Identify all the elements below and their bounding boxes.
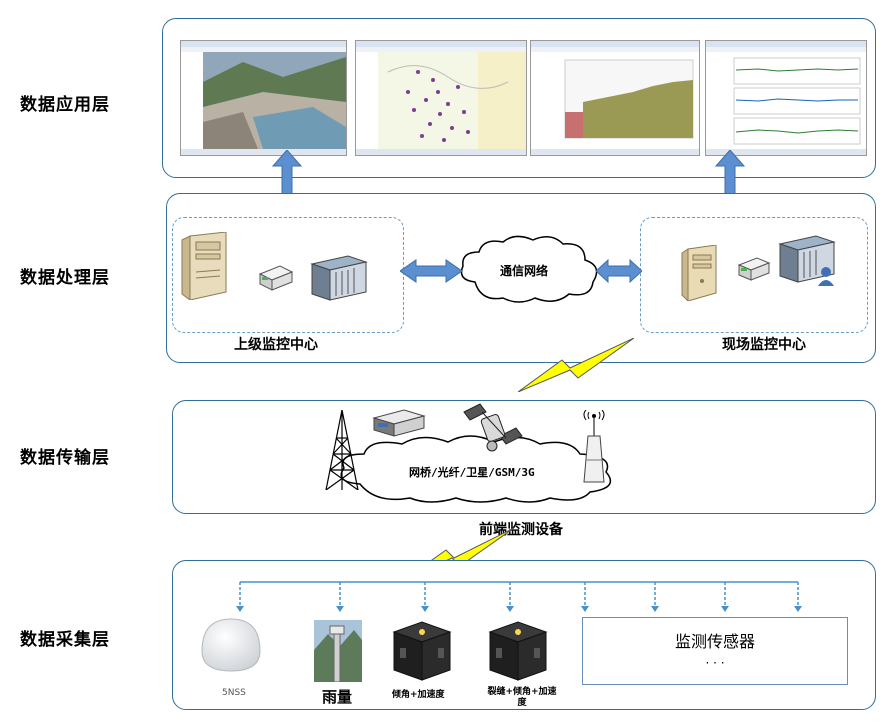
front-devices-caption: 前端监测设备 [479,522,563,538]
pc-tower-icon [681,245,717,301]
site-center-group [640,217,868,333]
gnss-antenna-icon [201,618,261,672]
arrow-upper-center-network [400,259,462,283]
monitoring-sensors-ellipsis: · · · [705,656,725,670]
tilt-accel-device-icon [392,621,452,681]
app-screenshot-line-charts [705,40,867,156]
layer-label-processing: 数据处理层 [20,268,110,288]
rain-gauge-label: 雨量 [322,688,353,706]
bridge-device-icon [372,409,426,437]
transmission-cloud-label: 网桥/光纤/卫星/GSM/3G [409,466,535,479]
layer-label-transmission: 数据传输层 [20,448,110,468]
switch-icon [258,265,294,291]
tilt-accel-label: 倾角+加速度 [392,690,445,700]
upper-center-caption: 上级监控中心 [234,337,318,353]
rack-server-icon [310,255,368,301]
site-center-caption: 现场监控中心 [722,337,806,353]
layer-label-collection: 数据采集层 [20,630,110,650]
arrow-network-site-center [596,258,642,284]
gnss-label: 5NSS [222,688,246,698]
app-screenshot-map [355,40,527,156]
network-cloud-icon [460,235,598,303]
layer-label-application: 数据应用层 [20,95,110,115]
switch-icon [737,257,771,281]
antenna-icon [583,410,605,483]
arrow-app-upper-center [272,150,302,215]
monitoring-sensors-title: 监测传感器 [674,632,755,651]
satellite-icon [463,403,523,452]
crack-tilt-accel-device-icon [488,621,548,681]
arrow-app-site-center [715,150,745,215]
wireless-link-icon [518,338,634,392]
radio-tower-icon [325,410,359,490]
server-tower-icon [181,232,227,300]
crack-tilt-accel-label: 裂缝+倾角+加速度 [487,687,557,708]
rain-gauge-image [314,620,362,682]
network-cloud-label: 通信网络 [500,264,549,278]
rack-server-user-icon [778,235,836,286]
transmission-cloud-icon [340,435,612,503]
app-screenshot-area-chart [530,40,700,156]
monitoring-sensors-box: 监测传感器 · · · [582,617,848,685]
app-screenshot-3d-terrain [180,40,347,156]
sensor-bus-lines [236,581,802,612]
upper-center-group [172,217,404,333]
